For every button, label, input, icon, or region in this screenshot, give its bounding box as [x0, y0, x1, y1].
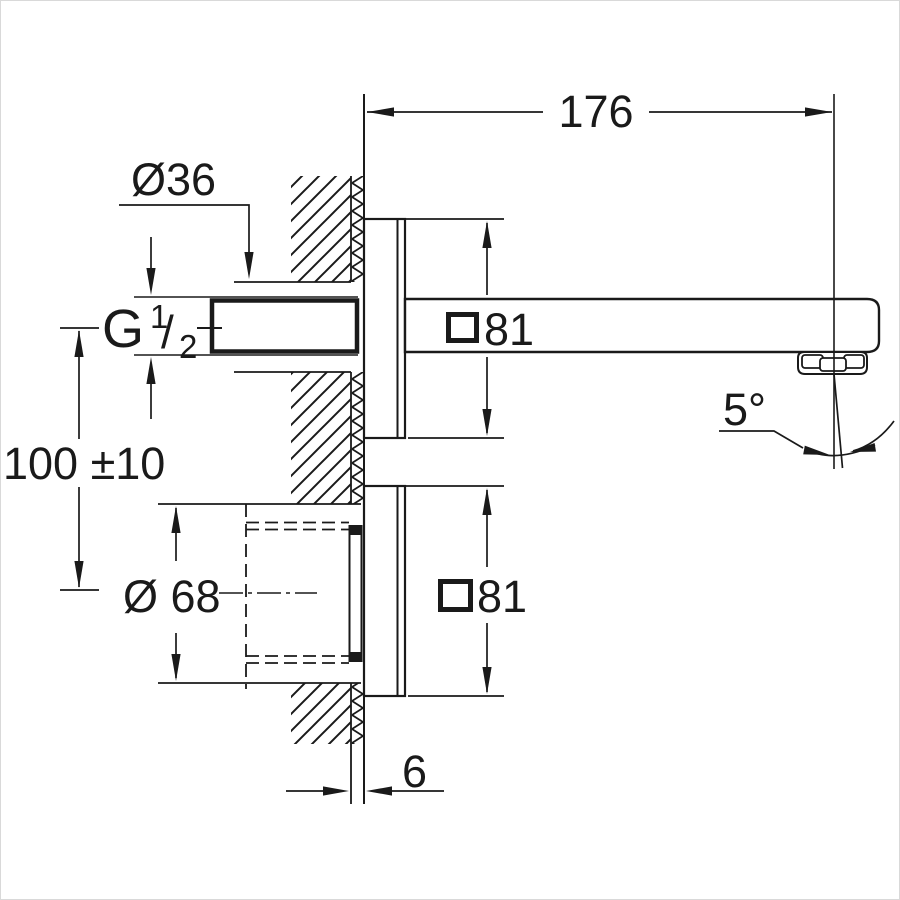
tile-layer-hatch [351, 176, 364, 744]
hole-36-lines [234, 281, 351, 373]
dim-label-projection: 176 [558, 86, 634, 137]
dim-label-finish-thickness: 6 [402, 746, 428, 797]
leader-36 [119, 204, 254, 279]
aerator [797, 351, 868, 375]
dim-68 [171, 506, 181, 681]
dim-label-spout-plate: 81 [484, 304, 535, 355]
angle-5deg [719, 373, 895, 469]
thread-label-numerator: 1 [150, 298, 169, 335]
wall-hatch [291, 176, 351, 744]
dim-label-spray-angle: 5° [723, 384, 767, 435]
escutcheon-plates [362, 217, 407, 698]
dim-label-center-distance: 100 ±10 [3, 438, 166, 489]
dim-g12 [146, 237, 222, 419]
concealed-body-hidden [219, 504, 349, 689]
supply-pipe [134, 296, 360, 356]
body-flange [348, 525, 363, 662]
dim-81-top [405, 218, 504, 439]
dim-label-hole-diameter: Ø36 [131, 154, 217, 205]
dim-label-valve-plate: 81 [477, 571, 528, 622]
thread-label-denominator: 2 [179, 328, 198, 365]
thread-label-letter: G [102, 299, 145, 359]
spout-arm [403, 297, 881, 354]
dim-176 [367, 107, 832, 117]
square-symbol-bottom [438, 579, 473, 612]
dim-6 [286, 786, 444, 796]
square-symbol-top [446, 312, 479, 343]
dim-68-extensions [158, 503, 361, 684]
dim-81-bottom [405, 485, 504, 697]
dim-100 [60, 327, 99, 591]
dim-label-body-diameter: Ø 68 [123, 571, 221, 622]
thread-label-slash: / [161, 306, 174, 358]
